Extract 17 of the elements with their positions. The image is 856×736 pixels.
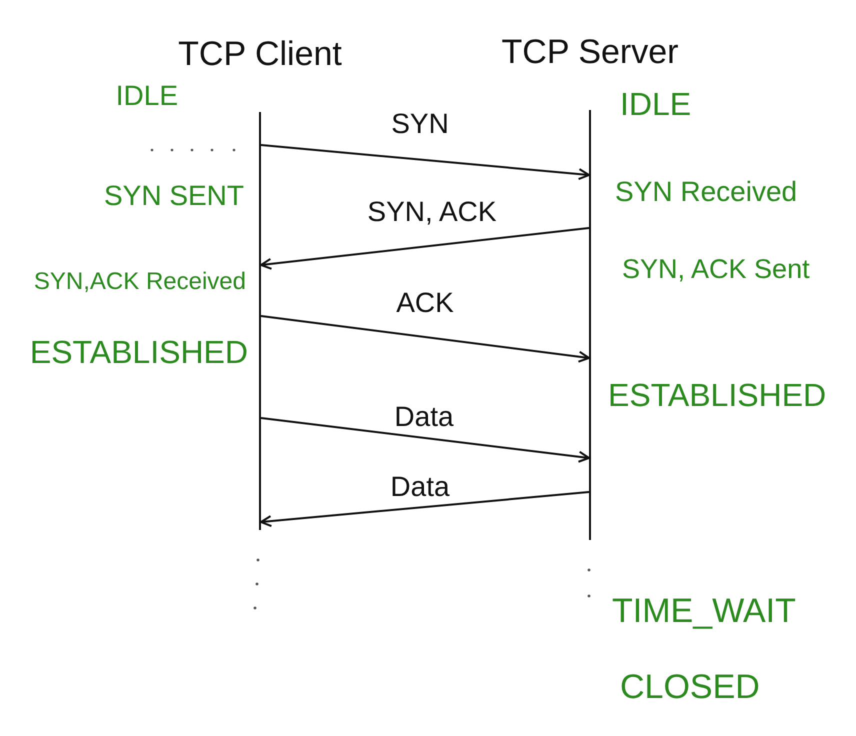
message-arrow: [260, 144, 590, 180]
participant-heading: TCP Client: [178, 35, 342, 74]
state-label: ESTABLISHED: [608, 377, 826, 414]
state-label: IDLE: [116, 80, 178, 112]
message-arrow: [260, 491, 590, 528]
message-arrow: [260, 417, 590, 463]
state-label: SYN, ACK Sent: [622, 254, 810, 285]
message-arrow: [260, 227, 590, 270]
state-label: SYN SENT: [104, 180, 244, 212]
participant-heading: TCP Server: [502, 33, 678, 72]
state-label: CLOSED: [620, 668, 760, 707]
state-label: TIME_WAIT: [612, 592, 796, 631]
message-arrow: [260, 315, 590, 363]
state-label: SYN Received: [615, 176, 798, 208]
state-label: IDLE: [620, 86, 692, 123]
state-label: SYN,ACK Received: [34, 268, 246, 296]
state-label: ESTABLISHED: [30, 334, 248, 371]
